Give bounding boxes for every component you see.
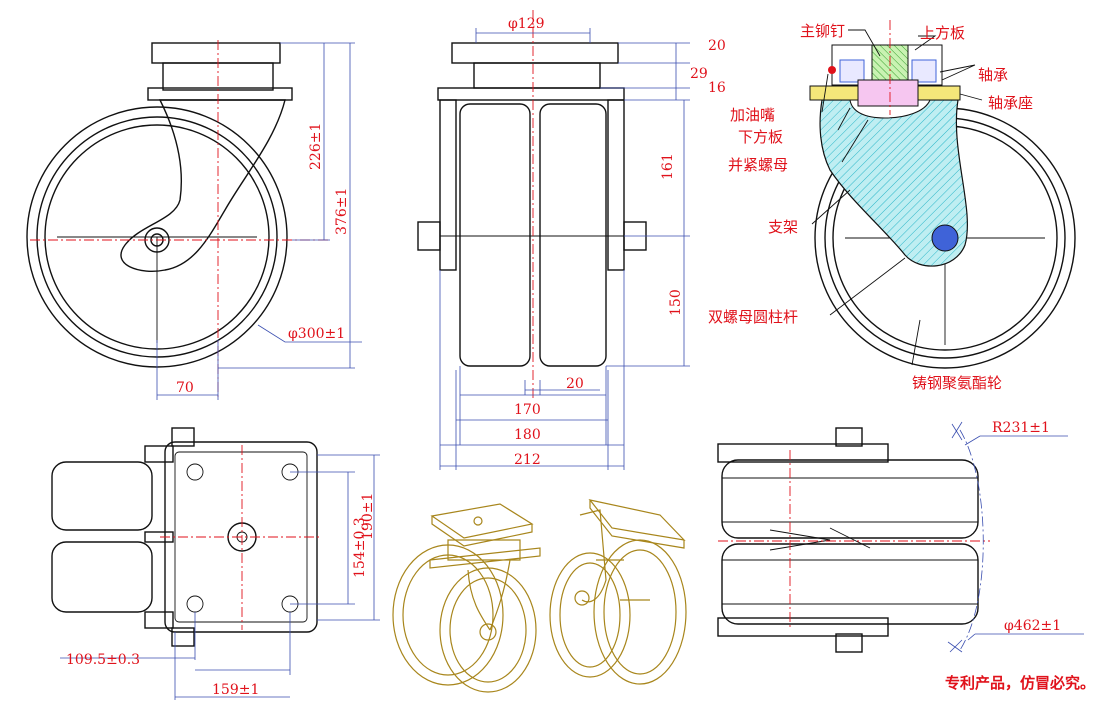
swing-view: R231±1 φ462±1 [717, 420, 1084, 653]
front-view: φ129 20 29 16 161 150 20 170 180 212 [417, 10, 726, 470]
dim-190-label: 190±1 [360, 493, 376, 540]
dim-161: 161 [660, 153, 676, 180]
dim-212: 212 [514, 452, 541, 468]
label-bottom-plate: 下方板 [738, 128, 783, 146]
dim-wheel-diameter: φ300±1 [288, 326, 345, 342]
dim-170: 170 [514, 402, 541, 418]
label-bearing-seat: 轴承座 [988, 94, 1033, 112]
dim-swing-diameter: φ462±1 [1004, 618, 1061, 634]
label-grease-nipple: 加油嘴 [730, 106, 775, 124]
dim-150: 150 [668, 289, 684, 316]
front-wheel-right [539, 103, 607, 367]
dim-gap-20: 20 [566, 376, 584, 392]
top-view: 154±0.3 190±1 190±1 109.5±0.3 159±1 [51, 427, 380, 700]
front-right-leg [607, 99, 625, 271]
label-bracket: 支架 [768, 218, 798, 236]
iso-view-left [392, 503, 541, 693]
wheel-spokes [57, 236, 257, 343]
label-wheel: 铸钢聚氨酯轮 [912, 374, 1002, 392]
label-main-rivet: 主铆钉 [800, 22, 845, 40]
dim-109: 109.5±0.3 [66, 652, 140, 668]
label-axle: 双螺母圆柱杆 [708, 308, 798, 326]
side-view: 226±1 376±1 φ300±1 70 [26, 40, 362, 400]
front-wheel-left [459, 103, 531, 367]
label-bearing: 轴承 [978, 66, 1008, 84]
dim-180: 180 [514, 427, 541, 443]
dim-376: 376±1 [334, 188, 350, 235]
section-axle [931, 224, 959, 252]
top-plate [151, 42, 281, 64]
section-view: 主铆钉 上方板 轴承 加油嘴 轴承座 下方板 并紧螺母 支架 双螺母圆柱杆 铸钢… [708, 20, 1076, 392]
dim-159: 159±1 [212, 682, 259, 698]
bolt-hole [186, 595, 204, 613]
front-bottom-plate [437, 87, 625, 101]
front-top-plate [451, 42, 619, 64]
front-nut-left [417, 221, 441, 251]
dim-t20: 20 [708, 38, 726, 54]
dim-t29: 29 [690, 66, 708, 82]
iso-view-right [549, 499, 687, 685]
dim-plate-129: φ129 [508, 16, 545, 32]
section-bracket-hatched [819, 99, 968, 267]
dim-226: 226±1 [308, 123, 324, 170]
dim-154: 154±0.3 [352, 517, 368, 578]
dim-radius: R231±1 [992, 420, 1050, 436]
front-left-leg [439, 99, 457, 271]
label-lock-nut: 并紧螺母 [728, 156, 788, 174]
patent-notice: 专利产品，仿冒必究。 [944, 674, 1095, 692]
bracket [120, 99, 286, 272]
dim-offset-70: 70 [176, 380, 194, 396]
dim-t16: 16 [708, 80, 726, 96]
label-top-plate: 上方板 [920, 24, 965, 42]
front-housing [473, 62, 601, 89]
bolt-hole [186, 463, 204, 481]
